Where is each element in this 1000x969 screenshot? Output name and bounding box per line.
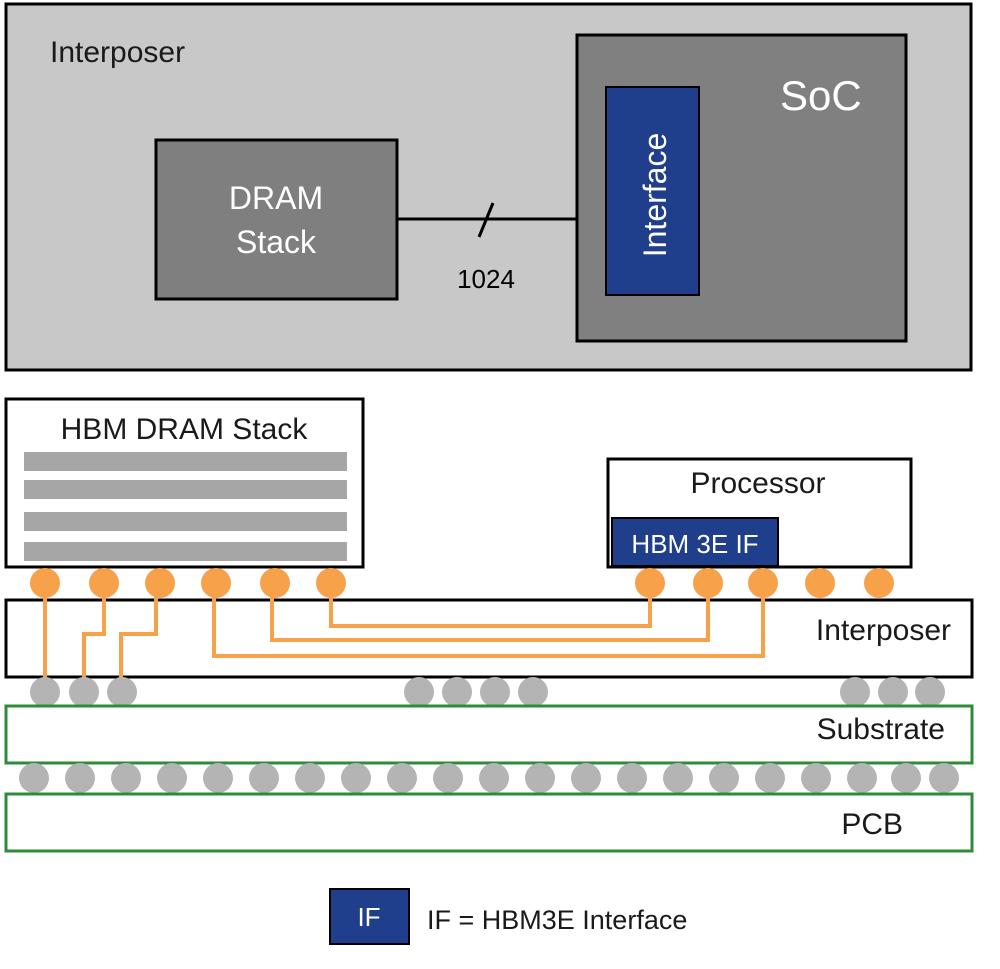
solder-ball [433, 763, 463, 793]
dram-stack-label-line1: DRAM [229, 180, 323, 216]
pcb-label: PCB [841, 808, 903, 841]
solder-ball [617, 763, 647, 793]
substrate-label: Substrate [817, 713, 945, 746]
micro-bump [201, 568, 231, 598]
trace-dram-to-processor [270, 583, 710, 642]
interposer-traces [43, 583, 765, 688]
interposer-layer-label: Interposer [816, 614, 951, 647]
solder-ball [65, 763, 95, 793]
top-interposer-label: Interposer [50, 36, 185, 69]
solder-ball [249, 763, 279, 793]
trace-dram-to-substrate [119, 583, 158, 688]
micro-bump [805, 568, 835, 598]
c4-bump [840, 677, 870, 707]
solder-ball [111, 763, 141, 793]
bus-width-slash [477, 202, 495, 238]
solder-ball [571, 763, 601, 793]
micro-bump [260, 568, 290, 598]
c4-bump [404, 677, 434, 707]
solder-ball [157, 763, 187, 793]
c4-bump [442, 677, 472, 707]
solder-ball [479, 763, 509, 793]
trace-dram-to-processor [212, 583, 765, 658]
solder-ball [295, 763, 325, 793]
solder-ball [203, 763, 233, 793]
dram-die-layer [24, 480, 347, 499]
solder-ball [929, 763, 959, 793]
processor-label: Processor [690, 467, 825, 500]
c4-bump [107, 677, 137, 707]
hbm3e-if-label: HBM 3E IF [631, 529, 758, 559]
hbm-stack-label: HBM DRAM Stack [61, 413, 309, 446]
dram-die-layer [24, 452, 347, 471]
solder-ball [755, 763, 785, 793]
c4-bump [480, 677, 510, 707]
pcb-layer [4, 792, 974, 853]
soc-label: SoC [780, 72, 862, 119]
soc-interface-label: Interface [637, 133, 673, 258]
micro-bump [635, 568, 665, 598]
c4-bump [915, 677, 945, 707]
solder-ball [341, 763, 371, 793]
dram-die-layer [24, 512, 347, 531]
legend-swatch [329, 888, 410, 945]
solder-balls [19, 763, 959, 793]
micro-bump [89, 568, 119, 598]
solder-ball [525, 763, 555, 793]
substrate-layer [4, 704, 974, 765]
c4-bump [30, 677, 60, 707]
dram-stack-label-line2: Stack [236, 224, 317, 260]
dram-stack-box [154, 138, 399, 301]
c4-bumps [30, 677, 945, 707]
dram-die-layer [24, 542, 347, 561]
solder-ball [847, 763, 877, 793]
solder-ball [19, 763, 49, 793]
solder-ball [891, 763, 921, 793]
micro-bump [693, 568, 723, 598]
trace-dram-to-processor [329, 583, 652, 628]
micro-bumps [30, 568, 894, 598]
legend-text: IF = HBM3E Interface [427, 905, 687, 935]
c4-bump [69, 677, 99, 707]
bus-width-label: 1024 [457, 264, 515, 294]
legend-swatch-label: IF [357, 902, 380, 932]
solder-ball [387, 763, 417, 793]
c4-bump [878, 677, 908, 707]
micro-bump [748, 568, 778, 598]
c4-bump [518, 677, 548, 707]
hbm3e-if-block [611, 517, 779, 567]
solder-ball [663, 763, 693, 793]
solder-ball [709, 763, 739, 793]
soc-interface-block [605, 86, 700, 296]
micro-bump [864, 568, 894, 598]
solder-ball [801, 763, 831, 793]
trace-dram-to-substrate [82, 583, 106, 688]
micro-bump [145, 568, 175, 598]
micro-bump [30, 568, 60, 598]
micro-bump [316, 568, 346, 598]
